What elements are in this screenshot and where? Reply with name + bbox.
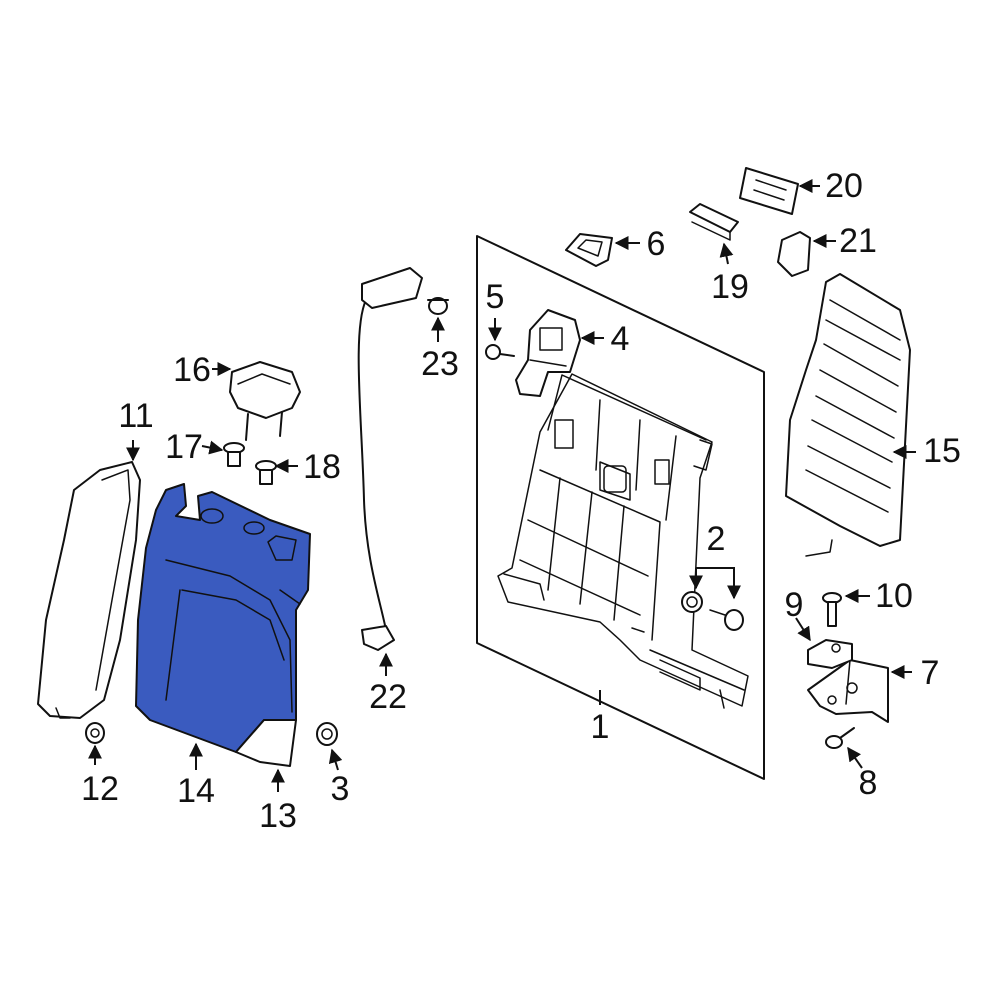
part-23-clip[interactable] bbox=[427, 297, 449, 315]
part-18-headrest-guide[interactable] bbox=[255, 460, 277, 485]
part-12-nut[interactable] bbox=[85, 722, 105, 744]
part-8-bolt[interactable] bbox=[825, 727, 855, 749]
callout-11: 11 bbox=[118, 397, 153, 435]
part-1-seat-back-frame[interactable] bbox=[476, 235, 765, 780]
part-5-bolt[interactable] bbox=[485, 344, 515, 360]
part-13-lower-panel[interactable] bbox=[235, 719, 297, 767]
callout-22: 22 bbox=[369, 678, 407, 716]
part-9-latch[interactable] bbox=[807, 639, 853, 669]
callout-2: 2 bbox=[707, 520, 726, 558]
callout-12: 12 bbox=[81, 770, 119, 808]
callout-7: 7 bbox=[921, 654, 940, 692]
part-22-harness[interactable] bbox=[357, 267, 423, 651]
callout-8: 8 bbox=[859, 764, 878, 802]
callout-23: 23 bbox=[421, 345, 459, 383]
callout-6: 6 bbox=[647, 225, 666, 263]
callout-labels: 1 2 3 4 5 6 7 8 9 10 11 12 13 14 15 16 1… bbox=[81, 167, 961, 835]
callout-18: 18 bbox=[303, 448, 341, 486]
callout-4: 4 bbox=[611, 320, 630, 358]
part-19-trim-strip[interactable] bbox=[689, 203, 739, 241]
part-17-headrest-guide[interactable] bbox=[223, 442, 245, 467]
part-3-nut[interactable] bbox=[316, 722, 338, 746]
callout-10: 10 bbox=[875, 577, 913, 615]
part-6-release-bezel[interactable] bbox=[565, 233, 613, 267]
callout-16: 16 bbox=[173, 351, 211, 389]
callout-14: 14 bbox=[177, 772, 215, 810]
highlighted-cover[interactable] bbox=[135, 483, 311, 753]
callout-17: 17 bbox=[165, 428, 203, 466]
leader-lines bbox=[88, 179, 916, 792]
part-14-seat-back-cover[interactable] bbox=[135, 483, 311, 753]
part-20-bezel[interactable] bbox=[739, 167, 799, 215]
part-2-fasteners[interactable] bbox=[681, 591, 744, 631]
part-11-side-panel[interactable] bbox=[37, 461, 141, 719]
callout-1: 1 bbox=[591, 708, 610, 746]
callout-13: 13 bbox=[259, 797, 297, 835]
part-4-hinge-bracket[interactable] bbox=[515, 309, 581, 397]
callout-15: 15 bbox=[923, 432, 961, 470]
part-16-headrest[interactable] bbox=[229, 361, 301, 441]
callout-21: 21 bbox=[839, 222, 877, 260]
part-10-bolt[interactable] bbox=[822, 592, 842, 627]
callout-5: 5 bbox=[486, 278, 505, 316]
callout-3: 3 bbox=[331, 770, 350, 808]
part-15-heater-mat[interactable] bbox=[785, 273, 911, 557]
part-21-release-handle[interactable] bbox=[777, 231, 811, 277]
callout-20: 20 bbox=[825, 167, 863, 205]
part-7-hinge-plate[interactable] bbox=[807, 659, 889, 723]
callout-19: 19 bbox=[711, 268, 749, 306]
callout-9: 9 bbox=[785, 586, 804, 624]
